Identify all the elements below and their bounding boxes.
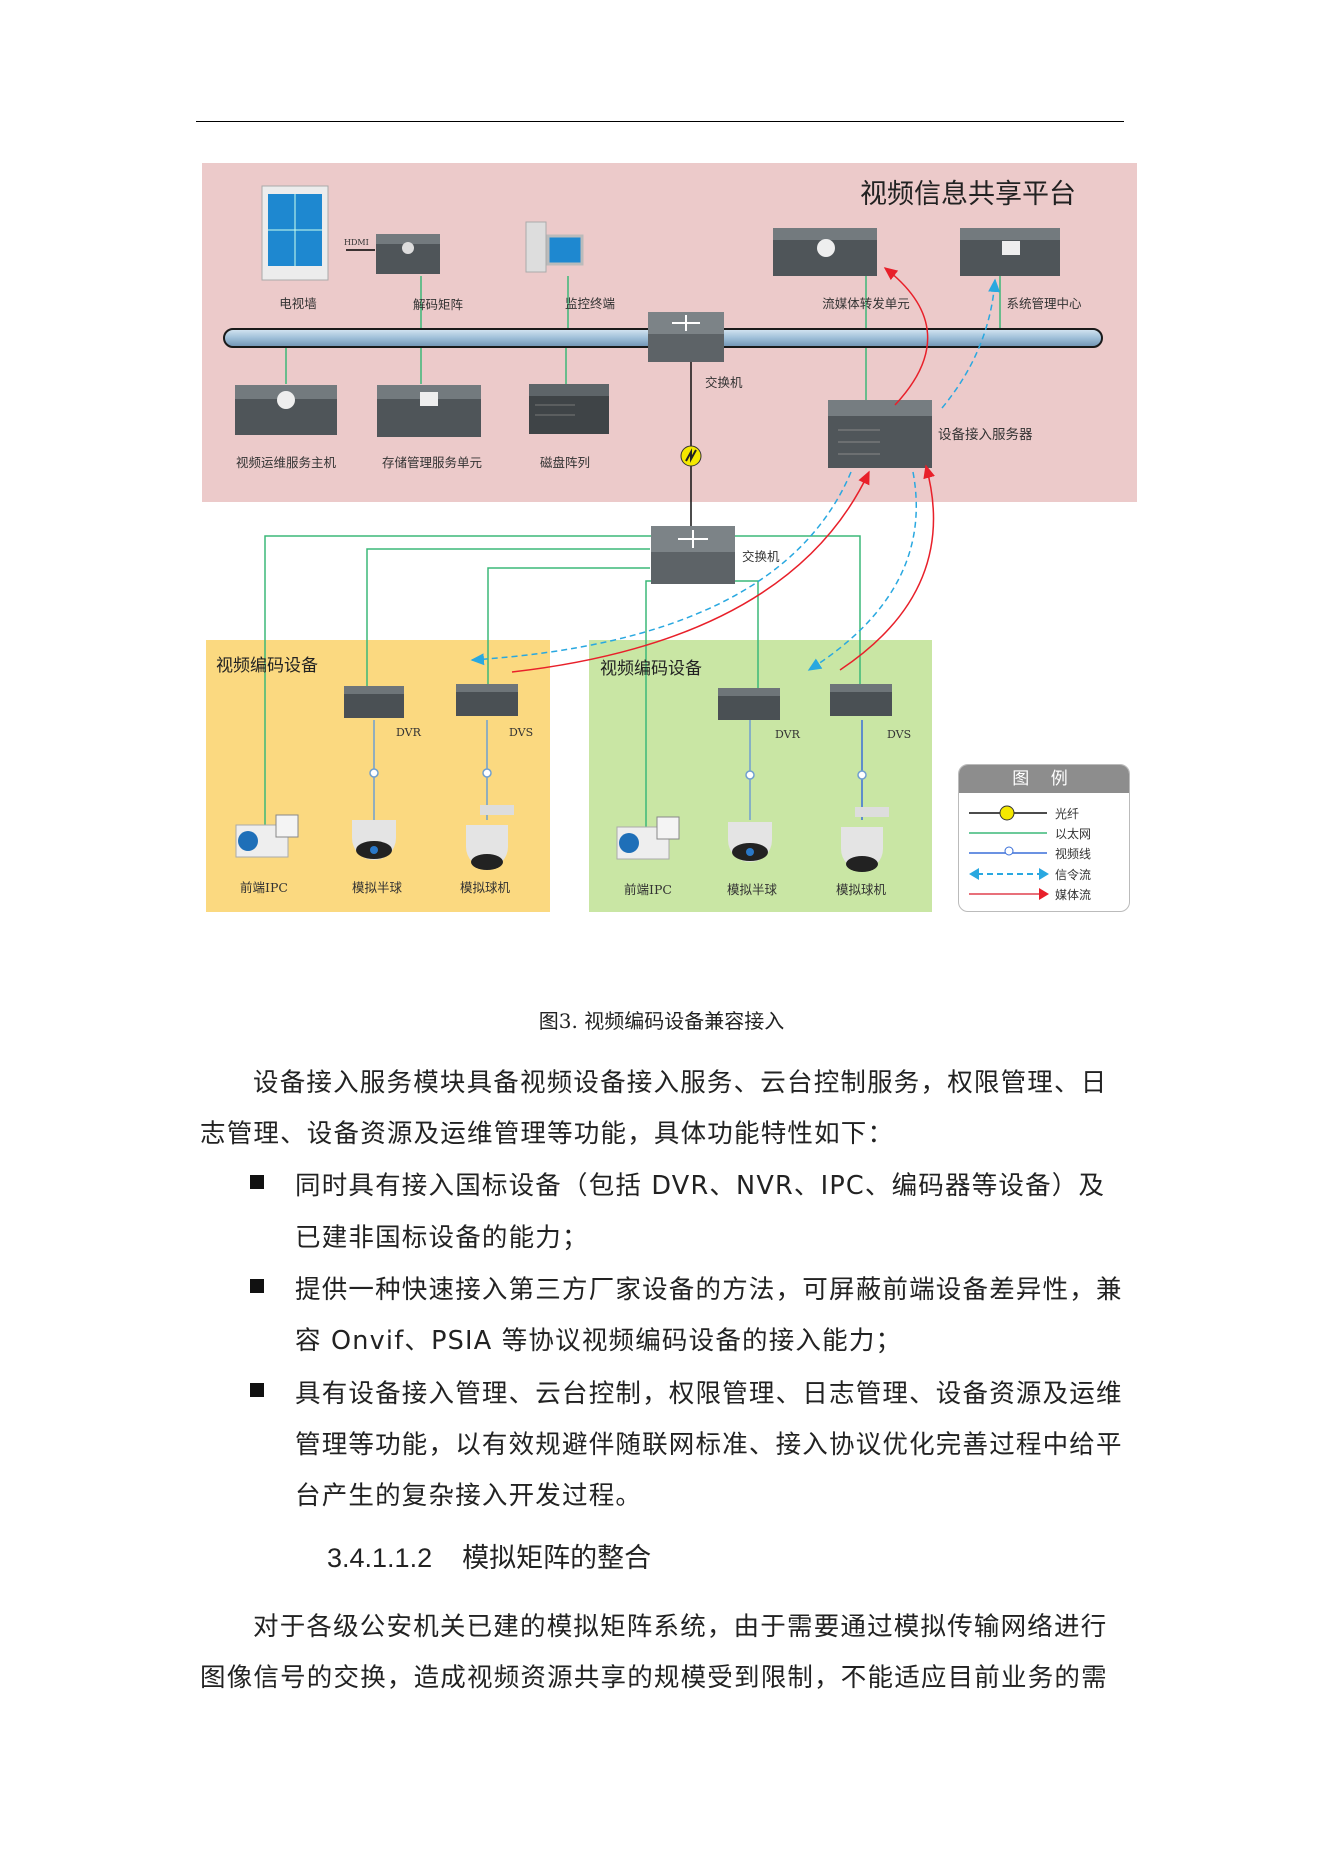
monitor-terminal-icon <box>525 221 584 273</box>
figure-caption: 图3. 视频编码设备兼容接入 <box>538 1009 785 1033</box>
intro-line: 志管理、设备资源及运维管理等功能，具体功能特性如下： <box>200 1119 895 1149</box>
ptz-camera-icon <box>466 805 514 870</box>
bullet-marker <box>250 1383 264 1397</box>
stream-server-icon <box>773 228 877 276</box>
legend-item-signal: 信令流 <box>967 864 1127 884</box>
signal-flow-arrow <box>941 278 1001 409</box>
media-arrow-icon <box>969 888 1049 900</box>
label-access-server: 设备接入服务器 <box>938 427 1033 443</box>
dvr-icon <box>344 686 404 718</box>
legend-item-media: 媒体流 <box>967 884 1127 904</box>
fiber-icon <box>969 805 1047 821</box>
media-flow-arrow <box>883 267 929 406</box>
outro-line: 对于各级公安机关已建的模拟矩阵系统，由于需要通过模拟传输网络进行 <box>253 1612 1108 1642</box>
ops-host-icon <box>235 385 337 435</box>
system-mgmt-server-icon <box>960 228 1060 276</box>
section-title: 模拟矩阵的整合 <box>462 1543 652 1573</box>
edge-switch-icon <box>651 526 735 584</box>
ipc-camera-icon <box>616 816 680 860</box>
dvs-icon <box>830 684 892 716</box>
ptz-camera-icon <box>841 807 889 872</box>
label-system-mgmt: 系统管理中心 <box>1006 296 1082 311</box>
intro-line: 设备接入服务模块具备视频设备接入服务、云台控制服务，权限管理、日 <box>253 1068 1108 1098</box>
label-decode-matrix: 解码矩阵 <box>412 297 464 312</box>
label-hdmi: HDMI <box>344 238 369 247</box>
legend-item-fiber: 光纤 <box>967 803 1127 823</box>
label-dome: 模拟半球 <box>351 880 403 895</box>
label-dvs: DVS <box>509 726 534 739</box>
legend-item-ethernet: 以太网 <box>967 823 1127 843</box>
label-monitor-terminal: 监控终端 <box>564 296 616 311</box>
dome-camera-icon <box>728 822 772 862</box>
bullet-marker <box>250 1175 264 1189</box>
bullet-line: 提供一种快速接入第三方厂家设备的方法，可屏蔽前端设备差异性，兼 <box>295 1275 1123 1305</box>
platform-title: 视频信息共享平台 <box>860 179 1076 210</box>
label-storage-mgmt: 存储管理服务单元 <box>381 455 483 470</box>
dome-camera-icon <box>352 820 396 860</box>
label-ptz: 模拟球机 <box>459 880 511 895</box>
bullet-line: 管理等功能，以有效规避伴随联网标准、接入协议优化完善过程中给平 <box>295 1430 1123 1460</box>
media-flow-arrow <box>839 464 935 671</box>
label-core-switch: 交换机 <box>705 375 743 390</box>
ethernet-links <box>264 276 1001 830</box>
legend-item-video: 视频线 <box>967 843 1127 863</box>
label-ipc: 前端IPC <box>624 882 672 897</box>
legend: 图 例 光纤 以太网 视频线 信令流 媒体流 <box>958 764 1130 912</box>
video-links <box>369 720 867 820</box>
header-rule <box>196 121 1124 122</box>
label-ipc: 前端IPC <box>240 880 288 895</box>
group-title: 视频编码设备 <box>216 656 318 676</box>
bullet-line: 已建非国标设备的能力； <box>295 1223 589 1253</box>
decode-matrix-icon <box>376 234 440 274</box>
dvr-icon <box>718 688 780 720</box>
label-tv-wall: 电视墙 <box>279 296 317 311</box>
label-ops-host: 视频运维服务主机 <box>235 455 337 470</box>
media-flow-arrow <box>511 470 870 673</box>
signal-arrow-icon <box>969 868 1049 880</box>
video-line-icon <box>969 846 1047 856</box>
section-number: 3.4.1.1.2 <box>327 1543 433 1573</box>
disk-array-icon <box>529 384 609 434</box>
access-server-icon <box>828 400 932 468</box>
label-dvr: DVR <box>775 728 800 741</box>
bullet-marker <box>250 1279 264 1293</box>
label-stream-forward: 流媒体转发单元 <box>822 296 910 311</box>
section-heading: 3.4.1.1.2 模拟矩阵的整合 <box>327 1536 651 1575</box>
ipc-camera-icon <box>235 814 299 858</box>
tv-wall-icon <box>261 185 329 281</box>
bullet-line: 具有设备接入管理、云台控制，权限管理、日志管理、设备资源及运维 <box>295 1379 1123 1409</box>
bullet-line: 同时具有接入国标设备（包括 DVR、NVR、IPC、编码器等设备）及 <box>295 1171 1106 1201</box>
fiber-icon <box>680 445 702 467</box>
label-dome: 模拟半球 <box>726 882 778 897</box>
label-edge-switch: 交换机 <box>742 549 780 564</box>
storage-mgmt-icon <box>377 385 481 437</box>
signal-flow-arrow <box>470 471 852 666</box>
label-ptz: 模拟球机 <box>835 882 887 897</box>
bullet-line: 容 Onvif、PSIA 等协议视频编码设备的接入能力； <box>295 1326 903 1356</box>
legend-title: 图 例 <box>959 765 1129 793</box>
label-disk-array: 磁盘阵列 <box>539 455 591 470</box>
group-title: 视频编码设备 <box>600 659 702 679</box>
label-dvr: DVR <box>396 726 421 739</box>
core-switch-icon <box>648 312 724 362</box>
bullet-line: 台产生的复杂接入开发过程。 <box>295 1481 643 1511</box>
signal-flow-arrow <box>807 471 917 671</box>
label-dvs: DVS <box>887 728 912 741</box>
dvs-icon <box>456 684 518 716</box>
outro-line: 图像信号的交换，造成视频资源共享的规模受到限制，不能适应目前业务的需 <box>200 1663 1108 1693</box>
ethernet-line-icon <box>969 832 1047 834</box>
